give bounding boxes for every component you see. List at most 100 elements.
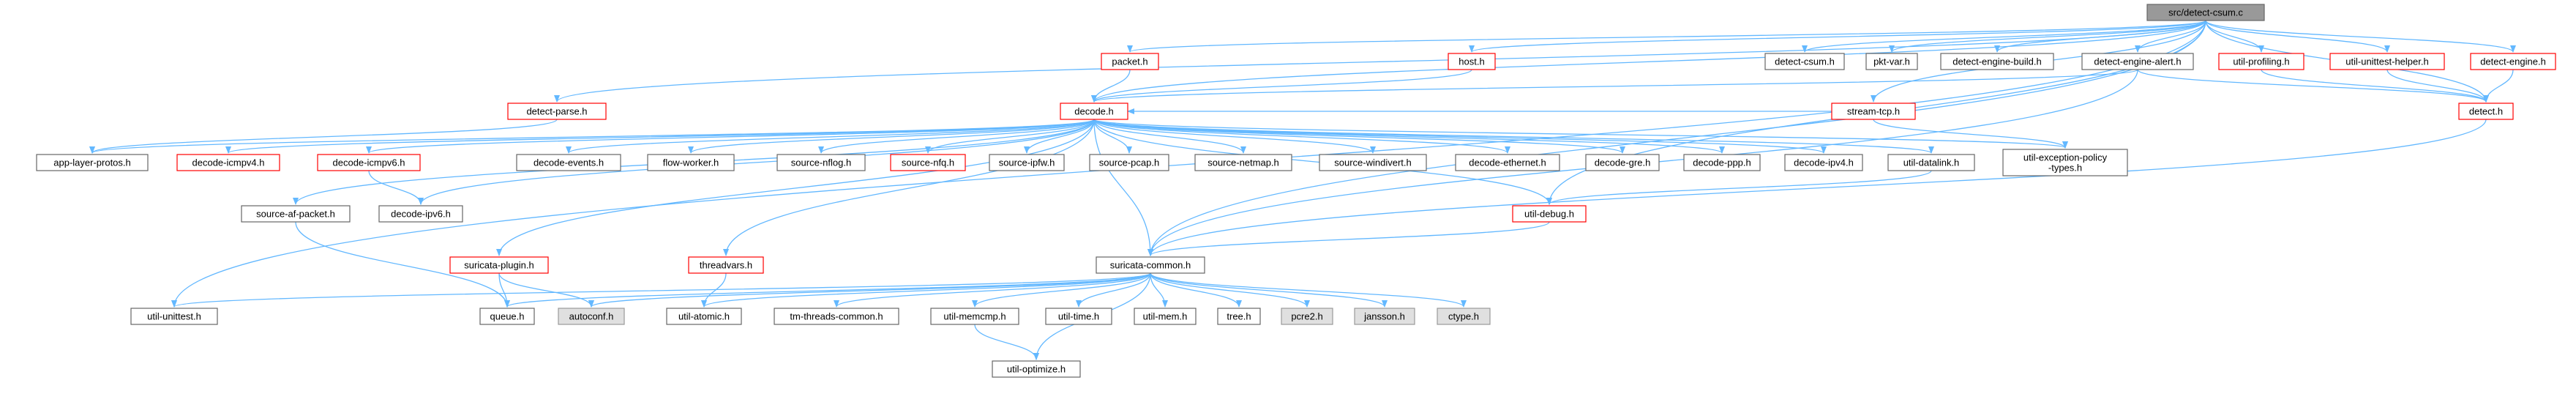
edge-root-to-util_unittest_helper bbox=[2205, 20, 2390, 53]
node-host[interactable]: host.h bbox=[1448, 53, 1496, 70]
node-pcre2[interactable]: pcre2.h bbox=[1281, 308, 1333, 325]
node-label: util-mem.h bbox=[1143, 311, 1188, 322]
node-box bbox=[558, 308, 625, 325]
node-detect[interactable]: detect.h bbox=[2458, 103, 2514, 120]
edge-decode-to-threadvars bbox=[723, 119, 1095, 256]
edge-source_af_packet-to-queue bbox=[295, 221, 510, 308]
node-util-atomic[interactable]: util-atomic.h bbox=[666, 308, 742, 325]
node-box bbox=[1831, 103, 1916, 120]
node-decode-gre[interactable]: decode-gre.h bbox=[1585, 154, 1660, 171]
node-flow-worker[interactable]: flow-worker.h bbox=[647, 154, 735, 171]
node-tree[interactable]: tree.h bbox=[1217, 308, 1261, 325]
node-label: flow-worker.h bbox=[663, 157, 719, 168]
node-decode-ipv4[interactable]: decode-ipv4.h bbox=[1784, 154, 1863, 171]
node-box bbox=[992, 360, 1081, 378]
node-util-datalink[interactable]: util-datalink.h bbox=[1887, 154, 1975, 171]
edge-root-to-de_alert bbox=[2135, 20, 2206, 53]
node-autoconf[interactable]: autoconf.h bbox=[558, 308, 625, 325]
edge-decode-to-decode_ppp bbox=[1093, 119, 1725, 154]
node-source-ipfw[interactable]: source-ipfw.h bbox=[989, 154, 1065, 171]
node-label: source-pcap.h bbox=[1099, 157, 1159, 168]
node-box bbox=[1887, 154, 1975, 171]
node-box bbox=[1940, 53, 2054, 70]
node-decode-ipv6[interactable]: decode-ipv6.h bbox=[378, 205, 463, 223]
node-util-mem[interactable]: util-mem.h bbox=[1134, 308, 1197, 325]
node-label: detect-engine.h bbox=[2480, 56, 2546, 67]
node-box bbox=[1865, 53, 1918, 70]
node-decode-icmpv4[interactable]: decode-icmpv4.h bbox=[176, 154, 280, 171]
node-tm-threads-common[interactable]: tm-threads-common.h bbox=[774, 308, 899, 325]
edge-decode-to-app_layer_protos bbox=[89, 119, 1095, 154]
node-box bbox=[1134, 308, 1197, 325]
node-decode-events[interactable]: decode-events.h bbox=[516, 154, 621, 171]
node-queue[interactable]: queue.h bbox=[479, 308, 535, 325]
node-label: tm-threads-common.h bbox=[790, 311, 883, 322]
node-label: detect-parse.h bbox=[526, 106, 587, 117]
node-label: decode-ipv6.h bbox=[391, 209, 451, 220]
node-label: source-af-packet.h bbox=[256, 209, 335, 220]
node-box bbox=[2458, 103, 2514, 120]
node-source-netmap[interactable]: source-netmap.h bbox=[1194, 154, 1292, 171]
node-box bbox=[1060, 103, 1128, 120]
edge-de_alert-to-decode bbox=[1091, 69, 2138, 103]
edge-decode-to-decode_ethernet bbox=[1093, 119, 1510, 154]
node-ctype[interactable]: ctype.h bbox=[1437, 308, 1491, 325]
node-util-time[interactable]: util-time.h bbox=[1045, 308, 1112, 325]
node-box bbox=[1585, 154, 1660, 171]
node-box bbox=[378, 205, 463, 223]
node-detect-csum[interactable]: detect-csum.h bbox=[1764, 53, 1845, 70]
edge-decode-to-source_pcap bbox=[1093, 119, 1132, 154]
node-util-unittest-helper[interactable]: util-unittest-helper.h bbox=[2329, 53, 2445, 70]
node-decode-ppp[interactable]: decode-ppp.h bbox=[1683, 154, 1761, 171]
node-util-exception[interactable]: util-exception-policy-types.h bbox=[2002, 149, 2128, 176]
node-source-nflog[interactable]: source-nflog.h bbox=[776, 154, 866, 171]
edge-root-to-host bbox=[1469, 20, 2206, 53]
node-util-unittest[interactable]: util-unittest.h bbox=[130, 308, 218, 325]
node-source-windivert[interactable]: source-windivert.h bbox=[1319, 154, 1427, 171]
node-stream-tcp[interactable]: stream-tcp.h bbox=[1831, 103, 1916, 120]
edge-util_debug-to-suricata_common bbox=[1147, 221, 1550, 256]
node-util-debug[interactable]: util-debug.h bbox=[1512, 205, 1587, 223]
node-source-af-packet[interactable]: source-af-packet.h bbox=[241, 205, 351, 223]
node-util-optimize[interactable]: util-optimize.h bbox=[992, 360, 1081, 378]
node-label: util-atomic.h bbox=[678, 311, 730, 322]
node-suricata-common[interactable]: suricata-common.h bbox=[1096, 256, 1205, 274]
edge-suricata_common-to-pcre2 bbox=[1150, 272, 1310, 308]
node-util-profiling[interactable]: util-profiling.h bbox=[2218, 53, 2304, 70]
node-source-nfq[interactable]: source-nfq.h bbox=[890, 154, 966, 171]
node-box bbox=[36, 154, 149, 171]
node-label: util-unittest-helper.h bbox=[2345, 56, 2428, 67]
node-source-pcap[interactable]: source-pcap.h bbox=[1089, 154, 1169, 171]
node-label: source-netmap.h bbox=[1208, 157, 1279, 168]
node-label: decode-gre.h bbox=[1595, 157, 1651, 168]
node-util-memcmp[interactable]: util-memcmp.h bbox=[930, 308, 1019, 325]
node-decode-ethernet[interactable]: decode-ethernet.h bbox=[1455, 154, 1560, 171]
edge-util_datalink-to-util_debug bbox=[1546, 170, 1932, 205]
node-box bbox=[176, 154, 280, 171]
node-detect-parse[interactable]: detect-parse.h bbox=[507, 103, 607, 120]
node-label: packet.h bbox=[1112, 56, 1147, 67]
node-jansson[interactable]: jansson.h bbox=[1354, 308, 1415, 325]
node-box bbox=[1101, 53, 1159, 70]
node-suricata-plugin[interactable]: suricata-plugin.h bbox=[449, 256, 549, 274]
node-de-build[interactable]: detect-engine-build.h bbox=[1940, 53, 2054, 70]
node-packet[interactable]: packet.h bbox=[1101, 53, 1159, 70]
node-box bbox=[666, 308, 742, 325]
node-pkt-var[interactable]: pkt-var.h bbox=[1865, 53, 1918, 70]
edge-root-to-de_build bbox=[1994, 20, 2206, 53]
node-de-alert[interactable]: detect-engine-alert.h bbox=[2081, 53, 2194, 70]
node-label: util-unittest.h bbox=[147, 311, 201, 322]
edge-de_alert-to-detect bbox=[2137, 69, 2489, 103]
node-threadvars[interactable]: threadvars.h bbox=[688, 256, 764, 274]
node-box bbox=[2329, 53, 2445, 70]
node-app-layer-protos[interactable]: app-layer-protos.h bbox=[36, 154, 149, 171]
node-label: util-datalink.h bbox=[1903, 157, 1960, 168]
node-box bbox=[2470, 53, 2556, 70]
node-root[interactable]: src/detect-csum.c bbox=[2146, 4, 2265, 21]
node-decode-icmpv6[interactable]: decode-icmpv6.h bbox=[317, 154, 421, 171]
node-detect-engine[interactable]: detect-engine.h bbox=[2470, 53, 2556, 70]
edge-suricata_common-to-queue bbox=[504, 272, 1151, 308]
edge-decode-to-suricata_plugin bbox=[496, 119, 1095, 256]
node-box bbox=[890, 154, 966, 171]
node-decode[interactable]: decode.h bbox=[1060, 103, 1128, 120]
